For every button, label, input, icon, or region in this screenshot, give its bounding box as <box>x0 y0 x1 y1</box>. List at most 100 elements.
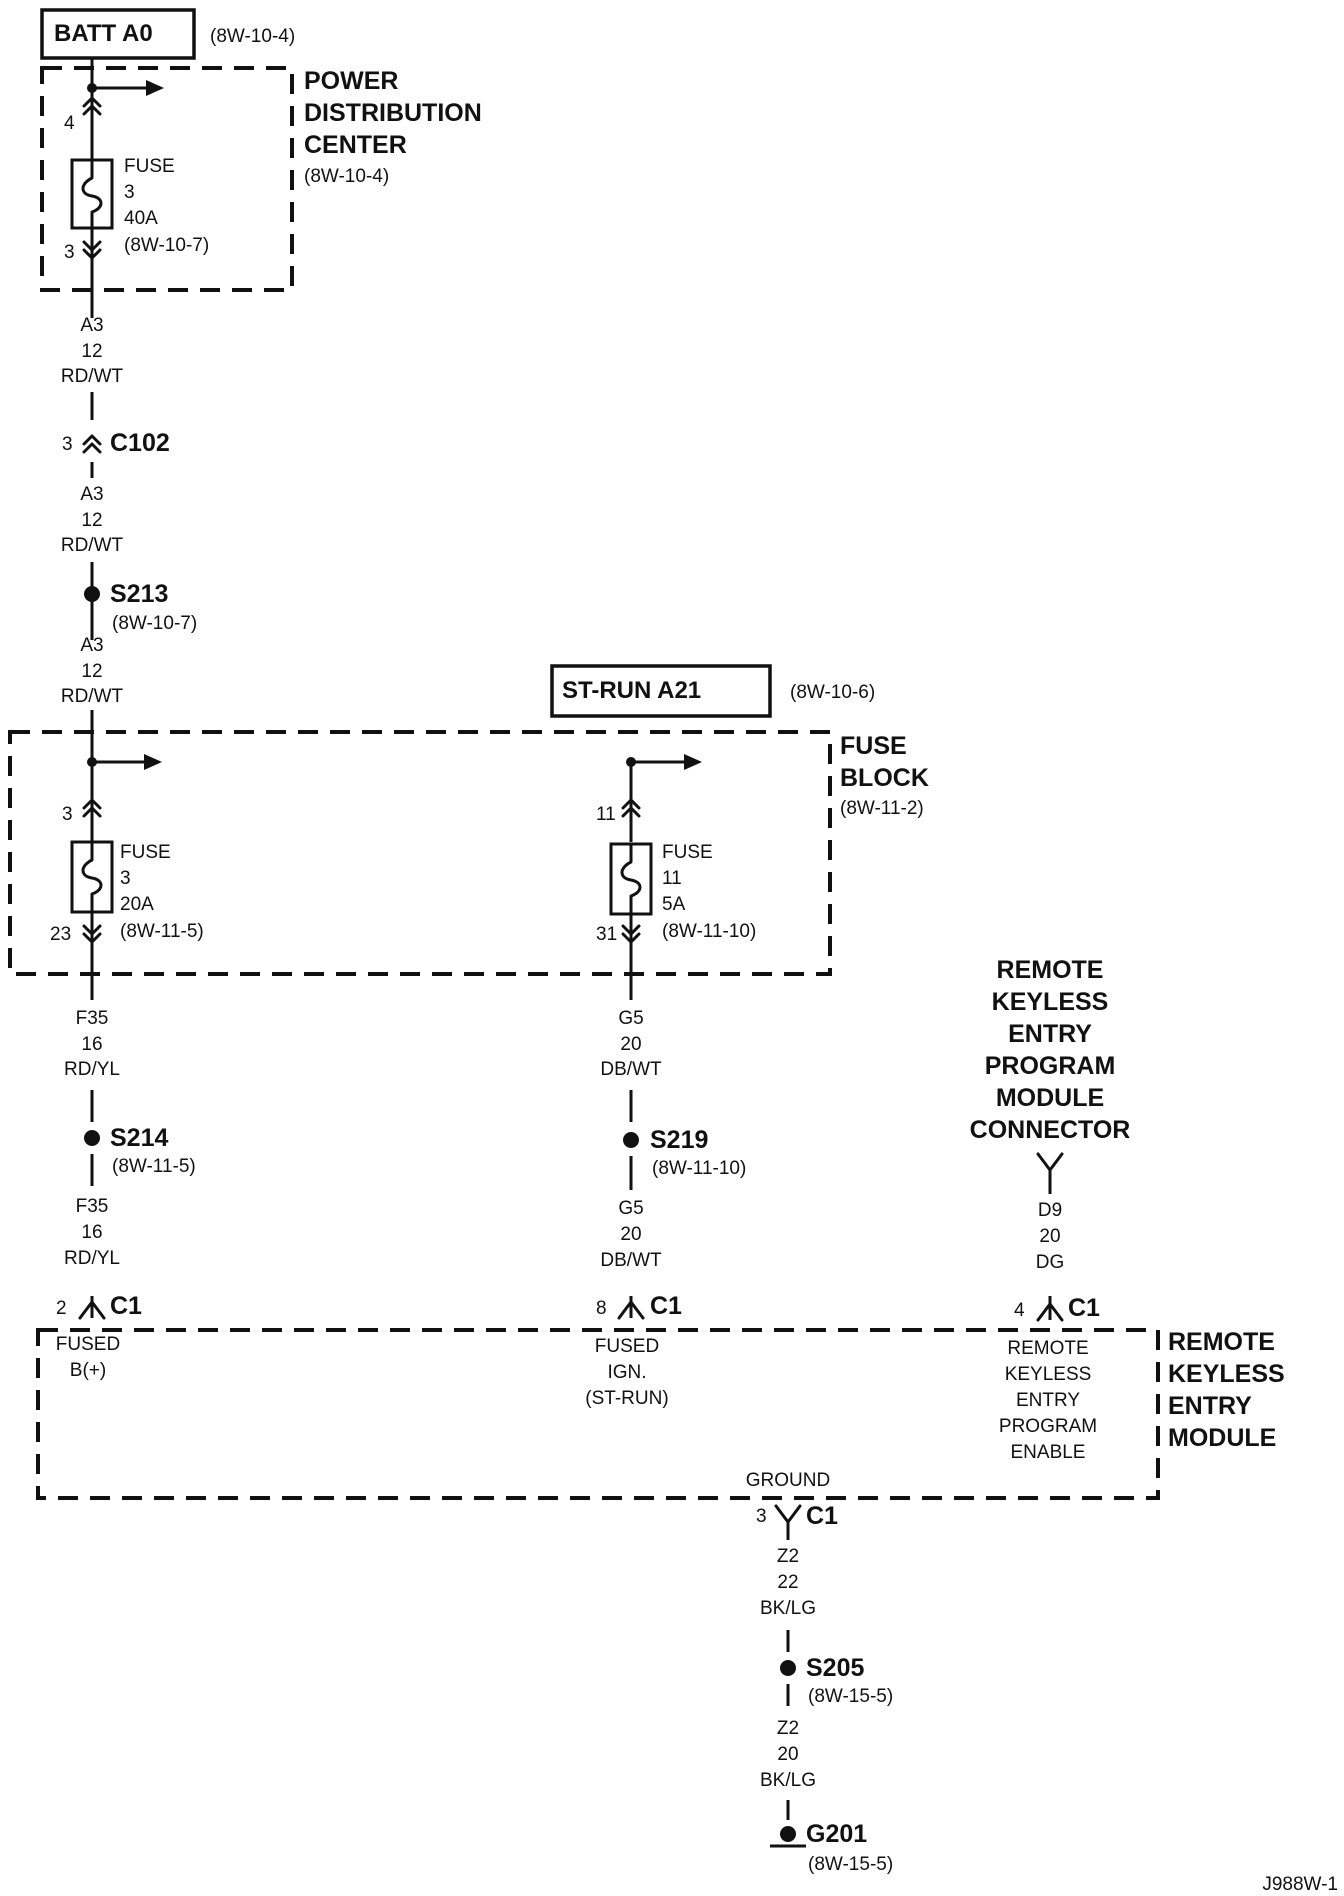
pdc-title-3: CENTER <box>304 131 407 159</box>
program-connector-l1: REMOTE <box>997 956 1104 984</box>
s214-name: S214 <box>110 1124 168 1152</box>
pin-program-l5: ENABLE <box>1011 1442 1086 1463</box>
fuse3-out-chevron-icon <box>82 924 102 936</box>
g201-name: G201 <box>806 1820 867 1848</box>
c1-pin8-pin: 8 <box>596 1298 607 1319</box>
s205-ref: (8W-15-5) <box>808 1686 893 1707</box>
program-connector-l3: ENTRY <box>1008 1020 1092 1048</box>
program-connector-l5: MODULE <box>996 1084 1104 1112</box>
pin-fused-b-l2: B(+) <box>70 1360 106 1381</box>
fuse-block-branch-right-arrow-icon <box>684 754 702 770</box>
fuse3-in-chevron-icon <box>82 798 102 810</box>
pin-program-l1: REMOTE <box>1007 1338 1088 1359</box>
fuse11-pin-out: 31 <box>596 924 617 945</box>
figure-id: J988W-1 <box>1262 1874 1338 1895</box>
fuse11-in-chevron-icon <box>621 798 641 810</box>
wire-d9-gauge: 20 <box>1039 1226 1060 1247</box>
rke-module-title-1: REMOTE <box>1168 1328 1275 1356</box>
s213-ref: (8W-10-7) <box>112 613 197 634</box>
pdc-fuse-l3: 40A <box>124 208 158 229</box>
batt-a0-box <box>40 8 196 60</box>
wire-g5-1-color: DB/WT <box>600 1059 662 1080</box>
pin-fused-ign-l3: (ST-RUN) <box>585 1388 668 1409</box>
wire-z2-1-color: BK/LG <box>760 1598 816 1619</box>
s213-name: S213 <box>110 580 168 608</box>
c1-pin8-name: C1 <box>650 1292 682 1320</box>
fuse3-l4: (8W-11-5) <box>120 921 204 942</box>
g201-ref: (8W-15-5) <box>808 1854 893 1875</box>
wire-a3-1-circuit: A3 <box>80 315 103 336</box>
fuse11-l1: FUSE <box>662 842 713 863</box>
fuse11-element-icon <box>620 842 642 916</box>
wire-a3-2-gauge: 12 <box>81 510 102 531</box>
fuse-block-branch-left-arrow-icon <box>144 754 162 770</box>
program-connector-l2: KEYLESS <box>992 988 1109 1016</box>
fuse11-pin-in: 11 <box>596 804 616 825</box>
pin-ground-label: GROUND <box>746 1470 830 1491</box>
c1-pin3-name: C1 <box>806 1502 838 1530</box>
wire-f35-2-circuit: F35 <box>76 1196 109 1217</box>
rke-module-title-4: MODULE <box>1168 1424 1276 1452</box>
wire-f35-2-gauge: 16 <box>81 1222 102 1243</box>
pdc-fuse-out-chevron-icon <box>82 240 102 252</box>
c1-pin2-pin: 2 <box>56 1298 67 1319</box>
c1-pin8-connector-icon <box>617 1300 645 1320</box>
fuse-block-outline <box>8 730 832 976</box>
fuse-block-title-2: BLOCK <box>840 764 929 792</box>
s205-name: S205 <box>806 1654 864 1682</box>
c1-pin4-connector-icon <box>1036 1302 1064 1322</box>
batt-a0-ref: (8W-10-4) <box>210 26 295 47</box>
rke-module-title-2: KEYLESS <box>1168 1360 1285 1388</box>
pin-fused-b-l1: FUSED <box>56 1334 120 1355</box>
fuse3-pin-out: 23 <box>50 924 71 945</box>
wire-f35-2-color: RD/YL <box>64 1248 120 1269</box>
wire-f35-1-color: RD/YL <box>64 1059 120 1080</box>
pdc-title-2: DISTRIBUTION <box>304 99 482 127</box>
fuse3-l2: 3 <box>120 868 131 889</box>
c102-connector-icon <box>82 434 102 446</box>
wire-g5-2-gauge: 20 <box>620 1224 641 1245</box>
wire-f35-1-gauge: 16 <box>81 1034 102 1055</box>
pdc-fuse-element-icon <box>81 158 103 230</box>
pdc-fuse-pin-in: 4 <box>64 113 75 134</box>
fuse3-pin-in: 3 <box>62 804 73 825</box>
fuse11-l2: 11 <box>662 868 682 889</box>
wire-g5-2-color: DB/WT <box>600 1250 662 1271</box>
pdc-title-1: POWER <box>304 67 398 95</box>
pdc-fuse-pin-out: 3 <box>64 242 75 263</box>
st-run-a21-ref: (8W-10-6) <box>790 682 875 703</box>
c1-pin4-pin: 4 <box>1014 1300 1025 1321</box>
wire-a3-1-gauge: 12 <box>81 341 102 362</box>
wire-g5-1-gauge: 20 <box>620 1034 641 1055</box>
program-connector-l6: CONNECTOR <box>970 1116 1131 1144</box>
wire-a3-3-gauge: 12 <box>81 661 102 682</box>
wire-z2-2-circuit: Z2 <box>777 1718 799 1739</box>
wire-g5-1-circuit: G5 <box>618 1008 643 1029</box>
wire-a3-2-circuit: A3 <box>80 484 103 505</box>
wire-g5-2-circuit: G5 <box>618 1198 643 1219</box>
s213-splice-dot <box>84 586 100 602</box>
wire-d9-circuit: D9 <box>1038 1200 1062 1221</box>
s219-name: S219 <box>650 1126 708 1154</box>
fuse3-l1: FUSE <box>120 842 171 863</box>
c1-pin2-connector-icon <box>78 1300 106 1320</box>
rke-module-outline <box>36 1328 1160 1500</box>
g201-ground-dot <box>780 1826 796 1842</box>
st-run-a21-box <box>550 664 772 718</box>
fuse-block-ref: (8W-11-2) <box>840 798 924 819</box>
pdc-fuse-l1: FUSE <box>124 156 175 177</box>
wire-d9-color: DG <box>1036 1252 1065 1273</box>
c1-pin3-connector-icon <box>774 1504 802 1524</box>
batt-a0-label: BATT A0 <box>54 20 153 47</box>
fuse11-l4: (8W-11-10) <box>662 921 756 942</box>
pdc-fuse-l2: 3 <box>124 182 135 203</box>
fuse11-out-chevron-icon <box>621 924 641 936</box>
fuse3-l3: 20A <box>120 894 154 915</box>
pdc-branch-arrow-icon <box>146 80 164 96</box>
program-connector-l4: PROGRAM <box>985 1052 1116 1080</box>
wire-a3-2-color: RD/WT <box>61 535 124 556</box>
s214-splice-dot <box>84 1130 100 1146</box>
s214-ref: (8W-11-5) <box>112 1156 196 1177</box>
fuse11-l3: 5A <box>662 894 686 915</box>
wire-z2-1-gauge: 22 <box>777 1572 798 1593</box>
